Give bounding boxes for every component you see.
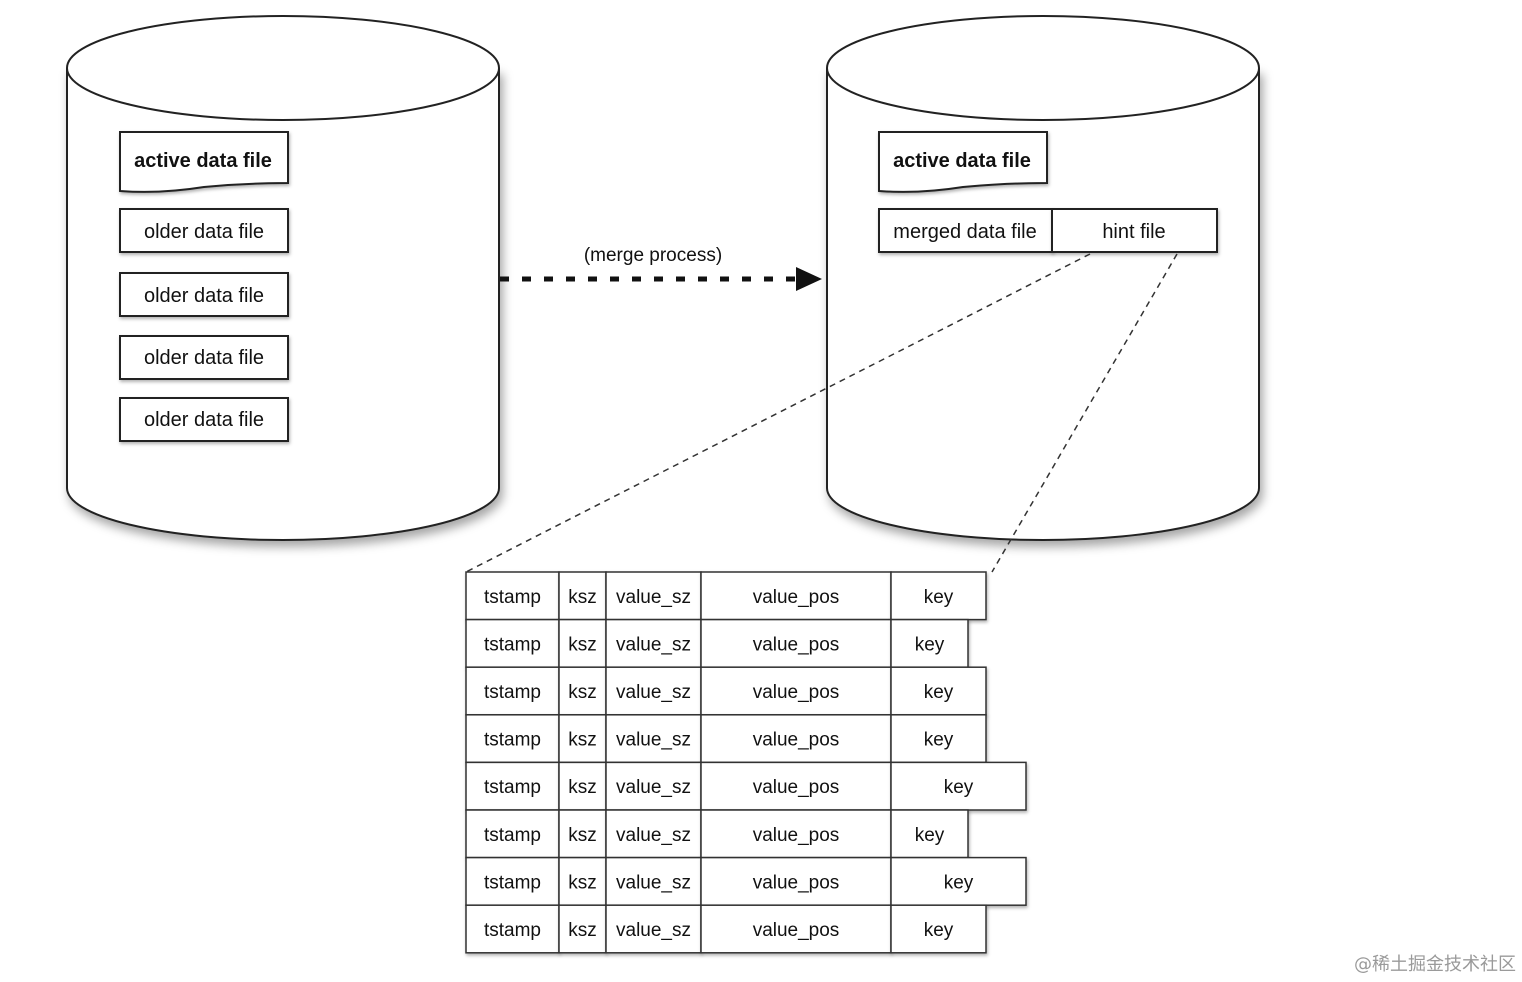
hint-record-row: tstamp ksz value_sz value_pos key [465,856,1027,906]
right-active-data-file: active data file [878,131,1048,193]
ksz-label: ksz [568,634,597,655]
key-label: key [924,920,954,941]
value_pos-cell [700,571,892,621]
ksz-cell [558,761,607,811]
left-older-data-file-1: older data file [119,208,289,253]
tstamp-label: tstamp [484,587,541,608]
value_sz-label: value_sz [616,920,691,941]
left-older-data-file-3: older data file [119,335,289,380]
tstamp-cell [465,904,560,954]
hint-file: hint file [1051,208,1218,253]
key-label: key [944,777,974,798]
hint-file-zoom-lines [465,253,1178,573]
key-label: key [924,730,954,751]
merge-process-label: (merge process) [584,245,722,266]
value_pos-label: value_pos [753,825,840,846]
tstamp-label: tstamp [484,777,541,798]
ksz-label: ksz [568,920,597,941]
value_pos-cell [700,714,892,764]
value_sz-cell [605,904,702,954]
hint-file-label: hint file [1102,221,1165,243]
tstamp-label: tstamp [484,920,541,941]
value_pos-label: value_pos [753,587,840,608]
ksz-cell [558,571,607,621]
value_sz-label: value_sz [616,587,691,608]
ksz-cell [558,856,607,906]
key-cell [890,571,987,621]
tstamp-label: tstamp [484,682,541,703]
value_pos-label: value_pos [753,920,840,941]
value_sz-label: value_sz [616,682,691,703]
hint-record-row: tstamp ksz value_sz value_pos key [465,714,987,764]
ksz-cell [558,618,607,668]
value_sz-cell [605,618,702,668]
right-database-cylinder [826,15,1260,541]
tstamp-label: tstamp [484,730,541,751]
ksz-label: ksz [568,587,597,608]
value_pos-cell [700,761,892,811]
value_pos-cell [700,618,892,668]
value_sz-cell [605,714,702,764]
ksz-label: ksz [568,825,597,846]
value_sz-label: value_sz [616,634,691,655]
key-cell [890,618,969,668]
tstamp-cell [465,714,560,764]
value_pos-label: value_pos [753,682,840,703]
hint-record-row: tstamp ksz value_sz value_pos key [465,666,987,716]
value_pos-label: value_pos [753,777,840,798]
hint-record-row: tstamp ksz value_sz value_pos key [465,904,987,954]
tstamp-label: tstamp [484,634,541,655]
value_pos-label: value_pos [753,872,840,893]
tstamp-cell [465,666,560,716]
merged-data-file-label: merged data file [893,221,1036,243]
hint-record-row: tstamp ksz value_sz value_pos key [465,809,969,859]
key-label: key [924,682,954,703]
key-label: key [915,825,945,846]
key-label: key [915,634,945,655]
ksz-label: ksz [568,872,597,893]
tstamp-cell [465,856,560,906]
right-active-data-file-label: active data file [893,150,1031,172]
watermark: @稀土掘金技术社区 [1354,954,1516,975]
older-data-file-label: older data file [144,221,264,243]
tstamp-cell [465,618,560,668]
value_sz-label: value_sz [616,730,691,751]
key-cell [890,666,987,716]
tstamp-cell [465,571,560,621]
key-label: key [944,872,974,893]
merge-process-arrow: (merge process) [500,245,822,291]
left-older-data-file-2: older data file [119,272,289,317]
ksz-cell [558,666,607,716]
older-data-file-label: older data file [144,347,264,369]
left-active-data-file: active data file [119,131,289,193]
left-older-data-file-4: older data file [119,397,289,442]
value_sz-label: value_sz [616,777,691,798]
ksz-label: ksz [568,730,597,751]
older-data-file-label: older data file [144,409,264,431]
hint-record-row: tstamp ksz value_sz value_pos key [465,618,969,668]
hint-record-row: tstamp ksz value_sz value_pos key [465,571,987,621]
value_sz-label: value_sz [616,872,691,893]
hint-record-row: tstamp ksz value_sz value_pos key [465,761,1027,811]
older-data-file-label: older data file [144,285,264,307]
left-active-data-file-label: active data file [134,150,272,172]
key-cell [890,809,969,859]
ksz-cell [558,904,607,954]
value_sz-label: value_sz [616,825,691,846]
ksz-label: ksz [568,777,597,798]
ksz-cell [558,714,607,764]
key-label: key [924,587,954,608]
value_pos-label: value_pos [753,634,840,655]
merged-data-file: merged data file [878,208,1053,253]
value_pos-label: value_pos [753,730,840,751]
value_pos-cell [700,666,892,716]
key-cell [890,904,987,954]
value_pos-cell [700,856,892,906]
ksz-label: ksz [568,682,597,703]
tstamp-label: tstamp [484,872,541,893]
tstamp-label: tstamp [484,825,541,846]
value_pos-cell [700,904,892,954]
